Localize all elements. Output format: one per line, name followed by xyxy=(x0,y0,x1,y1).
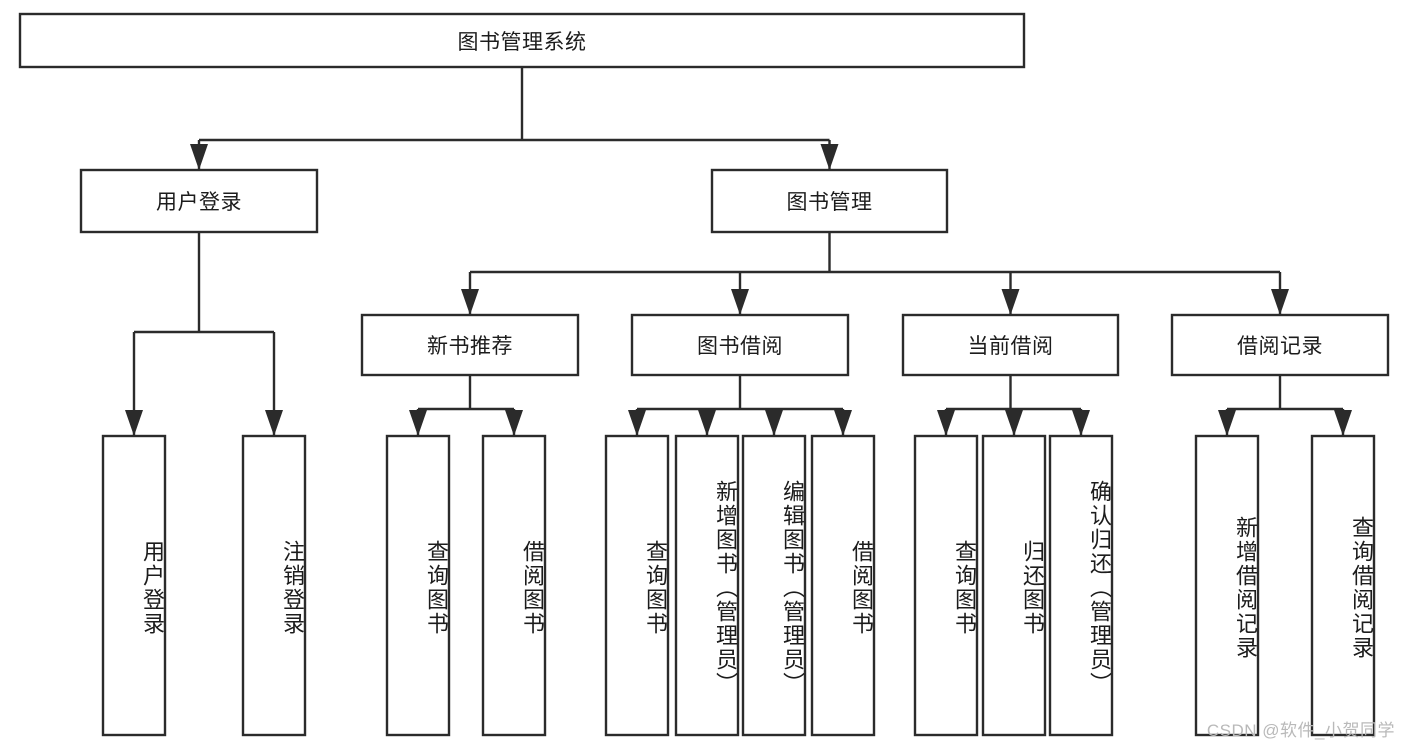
arrow-head-icon-leaf-0-1 xyxy=(265,410,283,436)
leaf-node-box-3[interactable] xyxy=(481,434,547,737)
node-boxes-layer xyxy=(18,12,1390,737)
level3-node-box-0[interactable] xyxy=(360,313,580,377)
arrow-head-icon-leaf-4-1 xyxy=(1334,410,1352,436)
arrow-head-icon-l3-0 xyxy=(461,289,479,315)
csdn-watermark: CSDN @软件_小贺同学 xyxy=(1206,721,1395,740)
arrow-head-icon-l3-1 xyxy=(731,289,749,315)
arrow-head-icon-l3-2 xyxy=(1001,289,1020,315)
level2-node-box-0[interactable] xyxy=(79,168,319,234)
arrow-head-icon-leaf-2-3 xyxy=(834,410,852,436)
arrow-head-icon-leaf-2-2 xyxy=(765,410,783,436)
leaf-node-box-8[interactable] xyxy=(913,434,979,737)
leaf-node-box-5[interactable] xyxy=(674,434,740,737)
arrow-head-icon-leaf-1-1 xyxy=(505,410,523,436)
level2-node-box-1[interactable] xyxy=(710,168,949,234)
leaf-node-box-7[interactable] xyxy=(810,434,876,737)
leaf-node-box-10[interactable] xyxy=(1048,434,1114,737)
arrow-head-icon-leaf-3-2 xyxy=(1072,410,1090,436)
leaf-node-box-6[interactable] xyxy=(741,434,807,737)
arrow-head-icon-leaf-4-0 xyxy=(1218,410,1236,436)
level3-node-box-3[interactable] xyxy=(1170,313,1390,377)
leaf-node-box-0[interactable] xyxy=(101,434,167,737)
arrow-head-icon-l2-0 xyxy=(190,144,208,170)
arrow-head-icon-l3-3 xyxy=(1271,289,1289,315)
arrow-head-icon-leaf-0-0 xyxy=(125,410,143,436)
leaf-node-box-4[interactable] xyxy=(604,434,670,737)
level3-node-box-2[interactable] xyxy=(901,313,1120,377)
leaf-node-box-1[interactable] xyxy=(241,434,307,737)
arrow-head-icon-leaf-2-0 xyxy=(628,410,646,436)
root-node-box-0[interactable] xyxy=(18,12,1026,69)
arrow-head-icon-leaf-1-0 xyxy=(409,410,427,436)
arrow-head-icon-leaf-3-1 xyxy=(1005,410,1023,436)
connectors-layer xyxy=(125,67,1352,436)
leaf-node-box-11[interactable] xyxy=(1194,434,1260,737)
leaf-node-box-2[interactable] xyxy=(385,434,451,737)
level3-node-box-1[interactable] xyxy=(630,313,850,377)
leaf-node-box-9[interactable] xyxy=(981,434,1047,737)
arrow-head-icon-l2-1 xyxy=(820,144,839,170)
arrow-head-icon-leaf-2-1 xyxy=(698,410,716,436)
leaf-node-box-12[interactable] xyxy=(1310,434,1376,737)
arrow-head-icon-leaf-3-0 xyxy=(937,410,955,436)
